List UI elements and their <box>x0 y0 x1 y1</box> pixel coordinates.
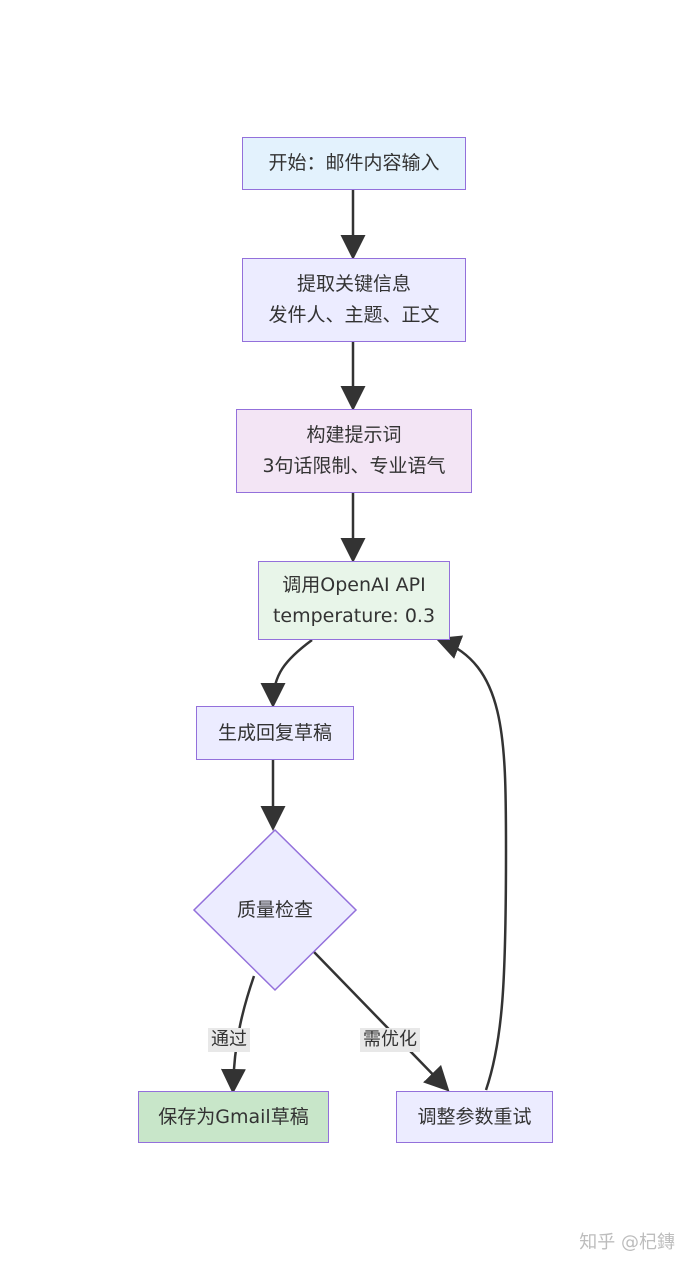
node-api-detail: temperature: 0.3 <box>272 604 436 627</box>
node-quality-check-label: 质量检查 <box>236 899 313 921</box>
node-retry-label: 调整参数重试 <box>417 1105 532 1128</box>
node-adjust-retry: 调整参数重试 <box>396 1091 553 1143</box>
edge-api-to-draft <box>260 638 313 708</box>
node-prompt-title: 构建提示词 <box>306 424 402 446</box>
node-api-title: 调用OpenAI API <box>282 573 426 596</box>
node-start: 开始：邮件内容输入 <box>242 137 466 190</box>
check-decision-diamond <box>192 828 358 992</box>
node-save-label: 保存为Gmail草稿 <box>158 1105 309 1128</box>
node-save-gmail-draft: 保存为Gmail草稿 <box>138 1091 329 1143</box>
node-prompt-detail: 3句话限制、专业语气 <box>262 455 446 477</box>
edge-check-to-retry <box>313 951 450 1092</box>
edge-check-to-save <box>220 975 256 1094</box>
node-start-label: 开始：邮件内容输入 <box>268 152 440 174</box>
edge-label-optimize: 需优化 <box>360 1028 420 1052</box>
node-extract-detail: 发件人、主题、正文 <box>268 304 440 326</box>
node-build-prompt: 构建提示词 3句话限制、专业语气 <box>236 409 472 493</box>
node-extract-title: 提取关键信息 <box>296 273 411 295</box>
watermark: 知乎 @杞鏄 <box>579 1232 675 1253</box>
node-call-api: 调用OpenAI API temperature: 0.3 <box>258 561 450 640</box>
node-extract-info: 提取关键信息 发件人、主题、正文 <box>242 258 466 342</box>
edge-retry-to-api <box>435 635 508 1091</box>
edge-label-pass: 通过 <box>208 1028 250 1052</box>
node-generate-draft: 生成回复草稿 <box>196 706 354 760</box>
node-draft-label: 生成回复草稿 <box>217 721 332 744</box>
